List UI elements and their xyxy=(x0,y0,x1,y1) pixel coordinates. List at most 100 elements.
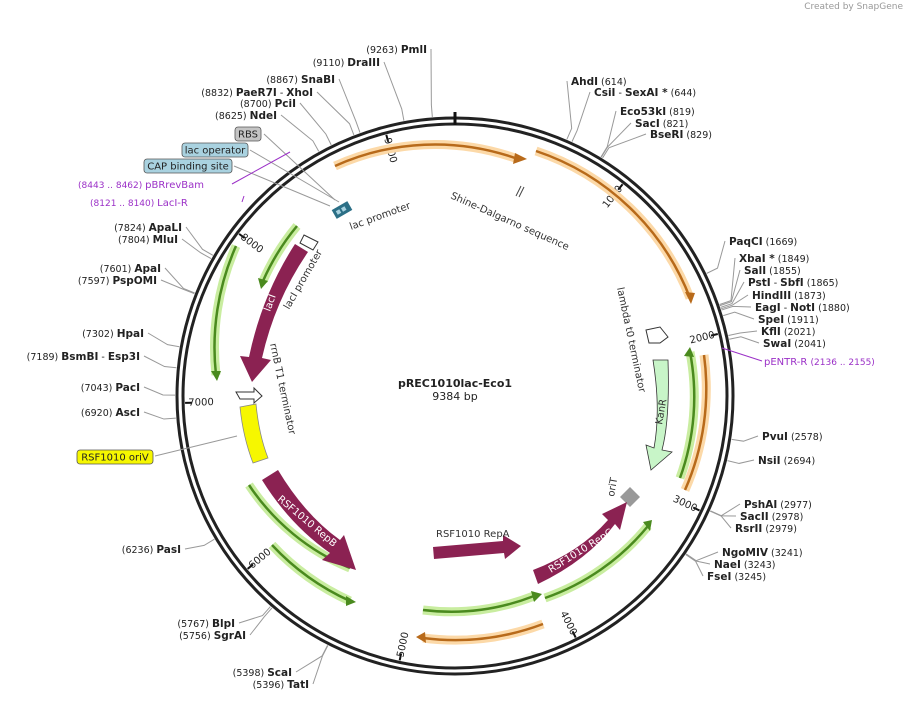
restriction-site-label[interactable]: Eco53kI (819) xyxy=(620,106,695,118)
orange-arc-upper xyxy=(334,143,516,168)
restriction-site-label[interactable]: SacII (2978) xyxy=(740,511,803,523)
green-arc-lower-left-2-head xyxy=(346,596,356,606)
restriction-site-label[interactable]: (8832) PaeR7I - XhoI xyxy=(201,87,313,99)
site-leader-line xyxy=(571,91,591,142)
site-leader-line xyxy=(316,91,355,136)
restriction-site-label[interactable]: RsrII (2979) xyxy=(735,523,797,535)
restriction-site-label[interactable]: (7597) PspOMI xyxy=(78,275,157,287)
restriction-site-label[interactable]: (5767) BlpI xyxy=(177,618,235,630)
restriction-site-label[interactable]: SwaI (2041) xyxy=(763,338,826,350)
restriction-sites: AhdI (614)CsiI - SexAI * (644) Eco53kI (8… xyxy=(27,44,850,691)
restriction-site-label[interactable]: NaeI (3243) xyxy=(714,559,776,571)
site-leader-line xyxy=(312,645,329,685)
primer-label[interactable]: (8121 .. 8140) LacI-R xyxy=(90,198,188,209)
restriction-site-label[interactable]: HindIII (1873) xyxy=(752,290,826,302)
restriction-site-label[interactable]: AhdI (614) xyxy=(571,76,627,88)
orange-arc-right xyxy=(535,149,692,299)
feature-label-text: CAP binding site xyxy=(147,162,229,173)
restriction-site-label[interactable]: NgoMIV (3241) xyxy=(722,547,803,559)
restriction-site-label[interactable]: BseRI (829) xyxy=(650,129,712,141)
restriction-site-label[interactable]: SacI (821) xyxy=(635,118,688,130)
rrnb-terminator-label: rrnB T1 terminator xyxy=(267,342,297,436)
restriction-site-label[interactable]: (9110) DraIII xyxy=(313,57,380,69)
site-leader-line xyxy=(729,336,760,344)
tick-mark xyxy=(617,183,624,191)
tick-mark xyxy=(571,630,577,638)
shine-dalgarno-marker xyxy=(515,185,525,198)
restriction-site-label[interactable]: PvuI (2578) xyxy=(762,431,823,443)
green-arc-left-upper xyxy=(261,225,298,282)
site-leader-line xyxy=(430,48,433,117)
orange-arc-far-right xyxy=(683,354,708,491)
restriction-site-label[interactable]: (7189) BsmBI - Esp3I xyxy=(27,351,140,363)
site-leader-line xyxy=(295,645,328,673)
restriction-site-label[interactable]: (9263) PmlI xyxy=(366,44,427,56)
primer-leader-line xyxy=(721,347,763,362)
orange-arc-bottom-head xyxy=(416,632,426,643)
restriction-site-label[interactable]: (7804) MluI xyxy=(118,234,178,246)
orange-arc-right-head xyxy=(685,292,695,304)
site-leader-line xyxy=(249,607,273,636)
site-leader-line xyxy=(710,510,737,517)
tick-label: 8000 xyxy=(238,232,265,256)
restriction-site-label[interactable]: (7302) HpaI xyxy=(82,328,144,340)
feature-label-box[interactable] xyxy=(181,142,249,158)
restriction-site-label[interactable]: (7824) ApaLI xyxy=(114,222,182,234)
site-leader-line xyxy=(184,538,215,550)
green-arc-lower-right xyxy=(544,525,649,600)
restriction-site-label[interactable]: (8867) SnaBI xyxy=(266,74,335,86)
restriction-site-label[interactable]: FseI (3245) xyxy=(707,571,766,583)
restriction-site-label[interactable]: PaqCI (1669) xyxy=(729,236,797,248)
restriction-site-label[interactable]: (5396) TatI xyxy=(253,679,309,691)
restriction-site-label[interactable]: PstI - SbfI (1865) xyxy=(748,277,838,289)
repa-arrow xyxy=(433,535,521,559)
primer-label[interactable]: pENTR-R (2136 .. 2155) xyxy=(764,357,875,368)
restriction-site-label[interactable]: (6236) PasI xyxy=(122,544,181,556)
restriction-site-label[interactable]: EagI - NotI (1880) xyxy=(755,302,850,314)
restriction-site-label[interactable]: (8625) NdeI xyxy=(215,110,277,122)
site-leader-line xyxy=(181,238,212,260)
restriction-site-label[interactable]: (7601) ApaI xyxy=(100,263,161,275)
restriction-site-label[interactable]: (5756) SgrAI xyxy=(179,630,246,642)
feature-label-box[interactable] xyxy=(234,126,262,142)
orange-arc-upper-head xyxy=(513,153,527,164)
feature-label-box[interactable] xyxy=(76,449,154,465)
restriction-site-label[interactable]: KflI (2021) xyxy=(761,326,815,338)
lambda-terminator-marker xyxy=(645,326,669,344)
site-leader-line xyxy=(720,294,749,310)
primer-leader-line xyxy=(241,195,245,203)
shine-dalgarno-label: Shine-Dalgarno sequence xyxy=(449,191,571,253)
site-leader-line xyxy=(566,80,573,140)
tick-mark xyxy=(385,134,390,142)
site-leader-line xyxy=(299,102,332,146)
orit-label: oriT xyxy=(606,476,620,498)
green-arc-lower-left-2 xyxy=(271,544,351,603)
site-leader-line xyxy=(160,279,195,295)
restriction-site-label[interactable]: PshAI (2977) xyxy=(744,499,812,511)
primer-label[interactable]: (8443 .. 8462) pBRrevBam xyxy=(78,180,204,191)
feature-leader-line xyxy=(154,435,238,457)
site-leader-line xyxy=(721,305,752,311)
kanr-arrow xyxy=(645,359,673,471)
tick-label: 6000 xyxy=(247,547,274,572)
restriction-site-label[interactable]: NsiI (2694) xyxy=(758,455,815,467)
primers: (8443 .. 8462) pBRrevBam (8121 .. 8140) L… xyxy=(78,151,875,368)
site-leader-line xyxy=(710,510,732,529)
feature-label-box[interactable] xyxy=(143,158,233,174)
green-arc-right-head xyxy=(684,347,694,357)
green-arc-left-head xyxy=(211,371,221,381)
restriction-site-label[interactable]: (8700) PciI xyxy=(240,98,296,110)
tick-mark xyxy=(398,653,403,661)
restriction-site-label[interactable]: SpeI (1911) xyxy=(758,314,819,326)
restriction-site-label[interactable]: SalI (1855) xyxy=(744,265,801,277)
restriction-site-label[interactable]: (7043) PacI xyxy=(81,382,140,394)
restriction-site-label[interactable]: CsiI - SexAI * (644) xyxy=(594,87,696,99)
green-arc-right xyxy=(678,351,696,479)
feature-leader-line xyxy=(233,165,331,207)
lac-promoter-label: lac promoter xyxy=(348,200,413,233)
restriction-site-label[interactable]: (6920) AscI xyxy=(81,407,140,419)
restriction-site-label[interactable]: XbaI * (1849) xyxy=(739,253,809,265)
plasmid-length: 9384 bp xyxy=(432,390,477,403)
restriction-site-label[interactable]: (5398) ScaI xyxy=(233,667,292,679)
